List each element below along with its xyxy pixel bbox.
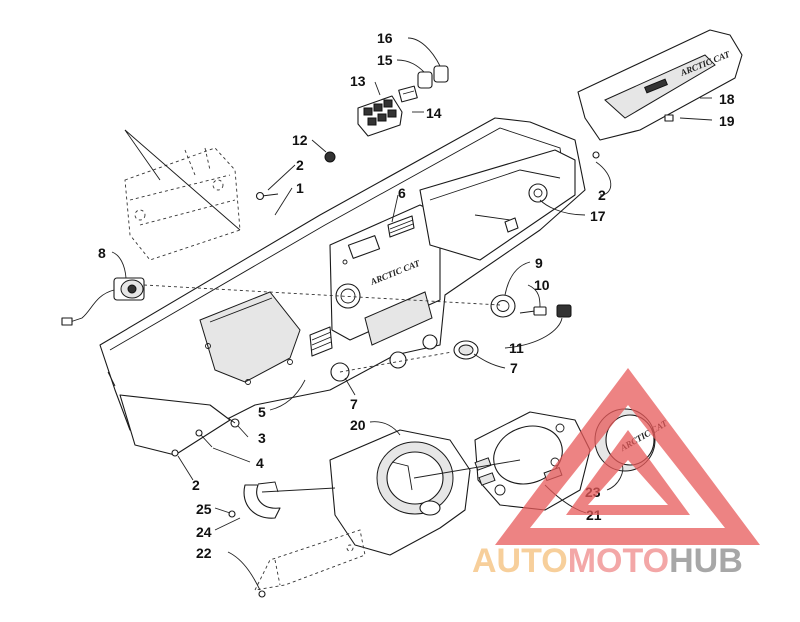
bolt-3	[227, 417, 240, 428]
callout-2-right: 2	[598, 187, 606, 203]
watermark-inner-triangle-icon	[566, 430, 690, 515]
callout-3: 3	[258, 430, 266, 446]
callout-7-right: 7	[510, 360, 518, 376]
pin-25	[228, 510, 236, 518]
switch-cap-16	[433, 65, 449, 83]
callout-7-lower: 7	[350, 396, 358, 412]
callout-2-lower: 2	[192, 477, 200, 493]
switch-block	[357, 65, 449, 137]
switch-11	[556, 304, 572, 318]
callout-12: 12	[292, 132, 308, 148]
callout-16: 16	[377, 30, 393, 46]
ignition-key-10	[519, 306, 547, 316]
callout-5: 5	[258, 404, 266, 420]
instrument-pod-20	[329, 429, 471, 556]
callout-1: 1	[296, 180, 304, 196]
screw-top	[255, 191, 279, 201]
cup-bezel-17	[474, 183, 548, 233]
callout-15: 15	[377, 52, 393, 68]
callout-17: 17	[590, 208, 606, 224]
vent-grill	[309, 326, 333, 357]
lower-frame	[254, 529, 366, 598]
switch-cap-15	[417, 71, 433, 89]
callout-24: 24	[196, 524, 212, 540]
callout-2-top: 2	[296, 157, 304, 173]
screw-right	[592, 151, 600, 159]
screw-4	[195, 429, 213, 448]
watermark-word-moto: MOTO	[568, 542, 669, 580]
callout-13: 13	[350, 73, 366, 89]
callout-8: 8	[98, 245, 106, 261]
callout-4: 4	[256, 455, 264, 471]
callout-25: 25	[196, 501, 212, 517]
callout-labels: 16 15 13 14 18 19 12 2 1 6 2 17 8 9 10 1…	[98, 30, 735, 561]
clip-ring-24	[243, 481, 281, 519]
watermark-word-auto: AUTO	[472, 542, 568, 580]
callout-9: 9	[535, 255, 543, 271]
svg-text:AUTOMOTOHUB: AUTOMOTOHUB	[472, 542, 743, 580]
callout-19: 19	[719, 113, 735, 129]
instrument-hood: ARCTIC CAT	[577, 29, 743, 141]
dash-grill-6	[387, 215, 415, 238]
accessory-plug-8	[61, 277, 145, 326]
knob-12	[324, 151, 336, 163]
watermark-triangle-icon	[495, 368, 760, 545]
callout-22: 22	[196, 545, 212, 561]
frame-bracket	[124, 129, 241, 261]
callout-11: 11	[509, 340, 524, 356]
dash-panel: ARCTIC CAT	[99, 117, 586, 456]
callout-20: 20	[350, 417, 366, 433]
callout-10: 10	[534, 277, 550, 293]
ignition-bezel-9	[490, 294, 516, 318]
screw-lower	[171, 449, 179, 457]
callout-6: 6	[398, 185, 406, 201]
knob-7	[453, 340, 479, 360]
watermark: AUTOMOTOHUB	[472, 368, 760, 580]
callout-14: 14	[426, 105, 442, 121]
leader-lines	[111, 37, 713, 591]
watermark-word-hub: HUB	[669, 542, 743, 580]
callout-18: 18	[719, 91, 735, 107]
